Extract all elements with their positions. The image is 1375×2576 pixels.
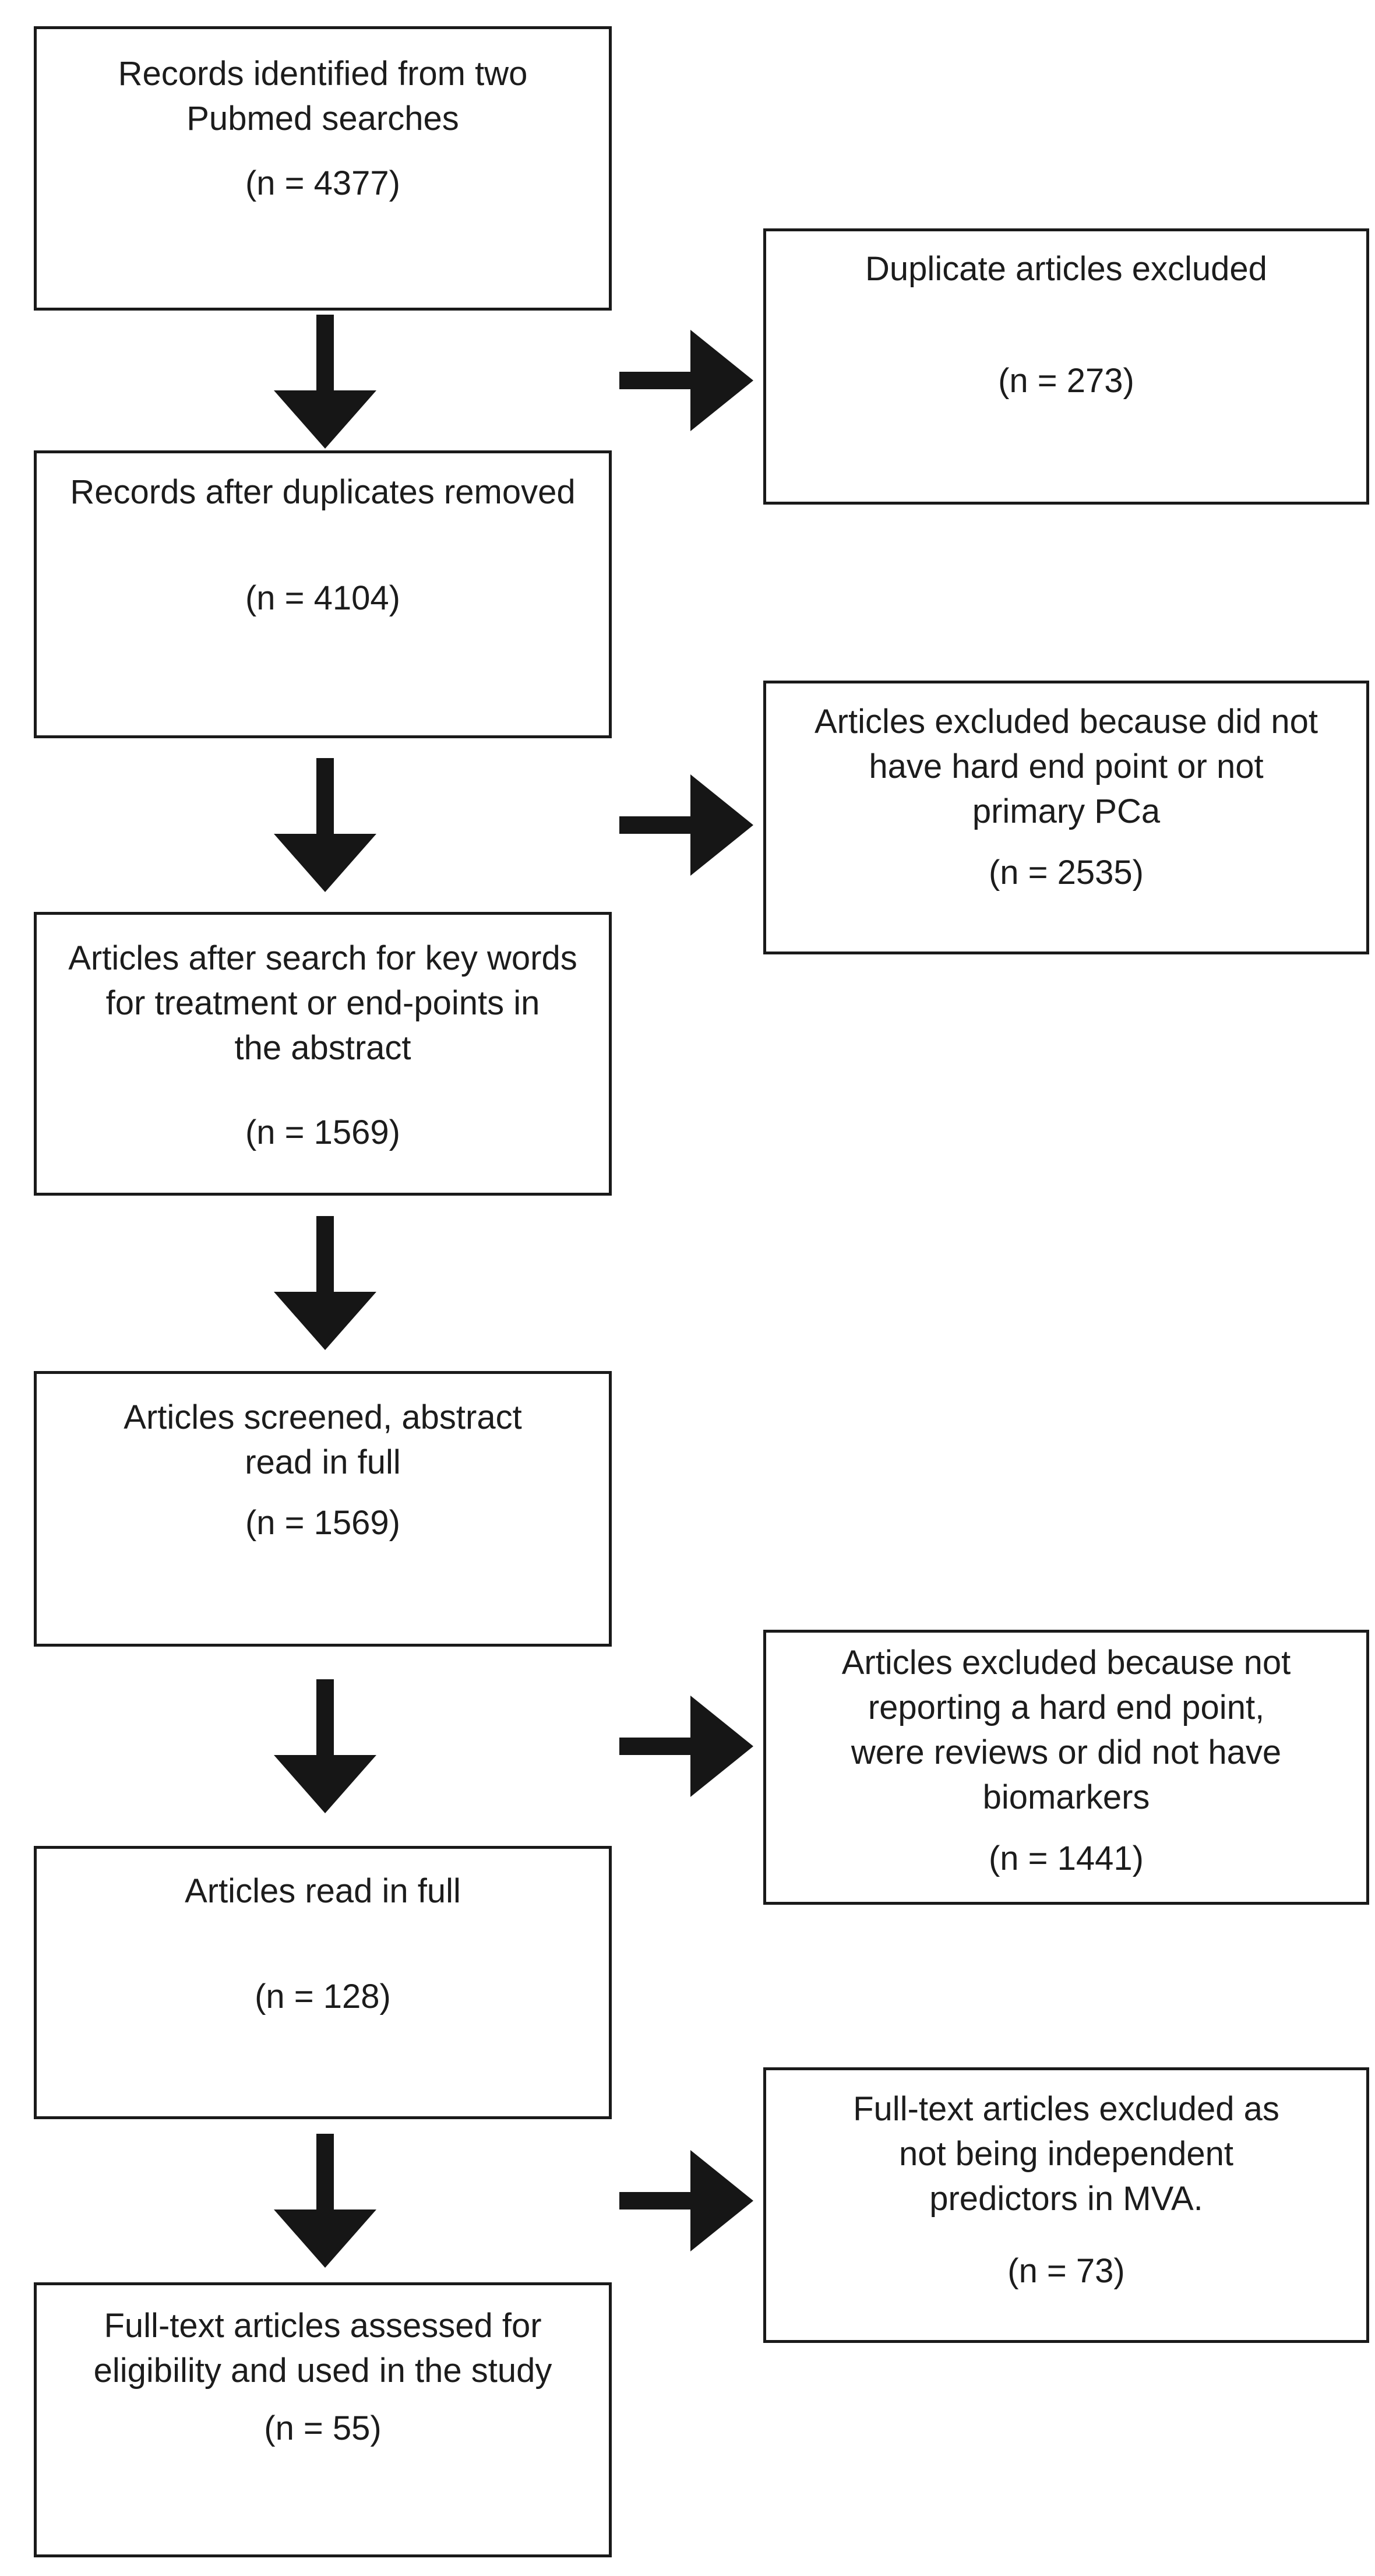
box-line: Pubmed searches — [186, 100, 459, 138]
box-line: were reviews or did not have — [851, 1733, 1282, 1771]
box-articles-read-in-full: Articles read in full (n = 128) — [34, 1846, 612, 2119]
n-count: (n = 4104) — [245, 579, 400, 617]
box-duplicates-excluded: Duplicate articles excluded (n = 273) — [763, 228, 1369, 505]
arrow-stem — [316, 758, 334, 834]
right-arrow-icon — [619, 2150, 753, 2251]
box-line: Articles read in full — [185, 1872, 461, 1910]
arrow-head — [274, 1292, 376, 1350]
arrow-head — [690, 1696, 753, 1797]
box-records-identified: Records identified from two Pubmed searc… — [34, 26, 612, 311]
n-count: (n = 55) — [264, 2409, 382, 2447]
n-count: (n = 1569) — [245, 1504, 400, 1542]
box-excluded-not-independent-mva: Full-text articles excluded as not being… — [763, 2067, 1369, 2343]
box-line: for treatment or end-points in — [105, 984, 540, 1022]
box-line: reporting a hard end point, — [868, 1689, 1265, 1726]
box-line: Articles screened, abstract — [124, 1398, 522, 1436]
box-line: eligibility and used in the study — [93, 2352, 552, 2390]
arrow-head — [274, 834, 376, 892]
box-line: not being independent — [898, 2135, 1234, 2173]
box-articles-assessed-eligibility: Full-text articles assessed for eligibil… — [34, 2282, 612, 2557]
n-count: (n = 4377) — [245, 164, 400, 202]
arrow-stem — [619, 816, 690, 834]
box-line: primary PCa — [972, 792, 1161, 830]
arrow-stem — [316, 1679, 334, 1755]
n-count: (n = 2535) — [988, 854, 1144, 891]
box-line: Articles excluded because did not — [814, 703, 1318, 741]
arrow-head — [274, 390, 376, 449]
arrow-stem — [316, 2134, 334, 2209]
box-line: Duplicate articles excluded — [865, 250, 1267, 288]
box-excluded-no-hard-endpoint: Articles excluded because did not have h… — [763, 681, 1369, 954]
right-arrow-icon — [619, 330, 753, 431]
box-articles-after-keyword-search: Articles after search for key words for … — [34, 912, 612, 1196]
box-line: Full-text articles excluded as — [853, 2090, 1279, 2128]
box-line: Records after duplicates removed — [70, 473, 576, 511]
box-line: the abstract — [234, 1029, 411, 1067]
n-count: (n = 128) — [255, 1978, 391, 2015]
box-line: Full-text articles assessed for — [104, 2307, 542, 2345]
down-arrow-icon — [274, 758, 376, 892]
right-arrow-icon — [619, 774, 753, 876]
arrow-head — [274, 1755, 376, 1813]
right-arrow-icon — [619, 1696, 753, 1797]
arrow-head — [274, 2209, 376, 2268]
arrow-stem — [316, 315, 334, 390]
box-line: predictors in MVA. — [929, 2180, 1203, 2218]
n-count: (n = 73) — [1007, 2252, 1125, 2290]
arrow-head — [690, 2150, 753, 2251]
arrow-stem — [619, 2192, 690, 2209]
box-line: read in full — [245, 1443, 401, 1481]
n-count: (n = 1441) — [988, 1840, 1144, 1877]
box-line: have hard end point or not — [869, 748, 1264, 785]
box-line: biomarkers — [982, 1778, 1150, 1816]
n-count: (n = 273) — [998, 362, 1134, 400]
down-arrow-icon — [274, 1216, 376, 1350]
arrow-stem — [316, 1216, 334, 1292]
box-records-after-duplicates: Records after duplicates removed (n = 41… — [34, 450, 612, 738]
down-arrow-icon — [274, 315, 376, 449]
box-line: Articles excluded because not — [841, 1644, 1291, 1682]
box-excluded-reviews-no-biomarkers: Articles excluded because not reporting … — [763, 1630, 1369, 1905]
box-line: Records identified from two — [118, 55, 528, 93]
n-count: (n = 1569) — [245, 1113, 400, 1151]
box-articles-screened: Articles screened, abstract read in full… — [34, 1371, 612, 1647]
arrow-stem — [619, 1738, 690, 1755]
down-arrow-icon — [274, 2134, 376, 2268]
arrow-head — [690, 774, 753, 876]
down-arrow-icon — [274, 1679, 376, 1813]
box-line: Articles after search for key words — [68, 939, 577, 977]
arrow-head — [690, 330, 753, 431]
arrow-stem — [619, 372, 690, 389]
